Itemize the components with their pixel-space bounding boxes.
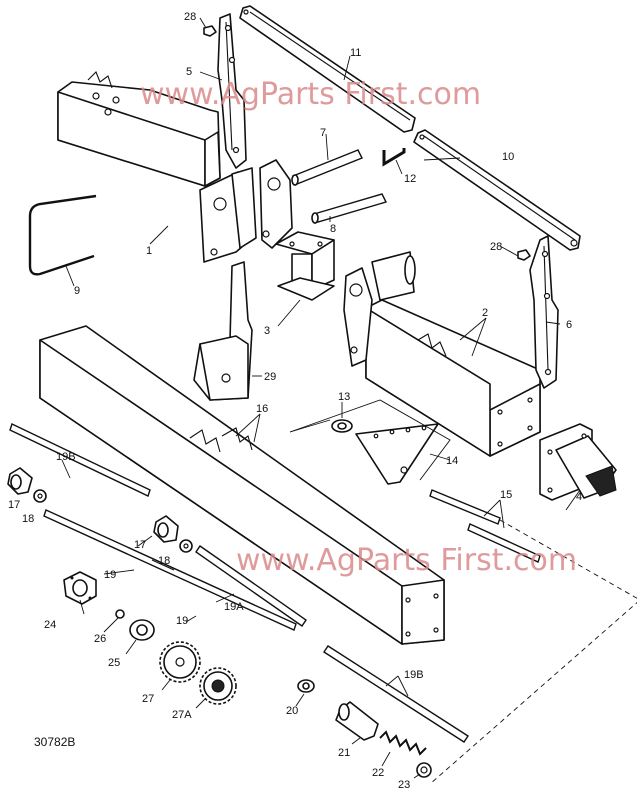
watermark-top: www.AgParts First.com	[140, 77, 481, 112]
callout-18-mid: 18	[158, 555, 170, 567]
shaft-part-19a	[195, 545, 307, 627]
callout-17-mid: 17	[134, 539, 146, 551]
callout-26: 26	[94, 633, 106, 645]
callout-18-left: 18	[22, 513, 34, 525]
callout-19b-upper: 19B	[56, 451, 76, 463]
callout-27a: 27A	[172, 709, 192, 721]
watermark-bottom: www.AgParts First.com	[236, 543, 577, 578]
callout-6: 6	[566, 319, 572, 331]
sleeve-part-21	[335, 701, 379, 741]
nut-part-28-top	[203, 25, 217, 37]
callout-2: 2	[482, 307, 488, 319]
l-bracket-part-29	[193, 261, 253, 401]
callout-3: 3	[264, 325, 270, 337]
callout-labels: 28 5 11 7 10 12 8 1 9 28 6 3 29 2 16 13 …	[8, 11, 582, 791]
shaft-part-19	[43, 509, 297, 631]
l-pin-part-12	[382, 148, 406, 167]
leader-part-14-area	[289, 399, 451, 481]
callout-16: 16	[256, 403, 268, 415]
callout-14: 14	[446, 455, 458, 467]
nut-part-28-right	[517, 249, 531, 261]
hub-part-17-mid	[153, 515, 179, 543]
shafts-part-15	[429, 489, 541, 563]
callout-15: 15	[500, 489, 512, 501]
callout-19b-lower: 19B	[404, 669, 424, 681]
callout-1: 1	[146, 245, 152, 257]
shaft-part-19b-upper	[9, 423, 151, 497]
nut-part-26	[115, 609, 125, 619]
guide-line-14	[289, 419, 331, 433]
collar-part-18-left	[33, 489, 47, 503]
callout-22: 22	[372, 767, 384, 779]
callout-10: 10	[502, 151, 514, 163]
spring-part-22	[379, 730, 427, 756]
flat-bar-part-11	[239, 5, 416, 133]
upright-plate-part-5	[217, 13, 247, 169]
callout-28-right: 28	[490, 241, 502, 253]
callout-4: 4	[576, 491, 582, 503]
sprocket-part-27	[159, 641, 201, 683]
triangle-plate-part-14	[355, 423, 439, 485]
saddle-bracket-part-3	[275, 231, 335, 301]
u-bolt-part-9	[28, 194, 97, 276]
callout-8: 8	[330, 223, 336, 235]
flat-bar-part-10	[413, 129, 581, 251]
collar-part-18-mid	[179, 539, 193, 553]
callout-5: 5	[186, 66, 192, 78]
callout-23: 23	[398, 779, 410, 791]
nut-part-23	[416, 762, 432, 778]
callout-25: 25	[108, 657, 120, 669]
callout-29: 29	[264, 371, 276, 383]
callout-19-upper: 19	[104, 569, 116, 581]
callout-17-left: 17	[8, 499, 20, 511]
upright-plate-part-6	[529, 235, 559, 389]
collar-part-20	[297, 679, 315, 693]
pin-part-8	[311, 193, 388, 224]
sprocket-part-27a	[199, 667, 237, 705]
drawing-number: 30782B	[34, 735, 75, 749]
callout-12: 12	[404, 173, 416, 185]
callout-20: 20	[286, 705, 298, 717]
bearing-part-24	[63, 571, 97, 605]
shaft-part-19b-lower	[323, 645, 469, 743]
callout-13: 13	[338, 391, 350, 403]
callout-19a: 19A	[224, 601, 244, 613]
long-tube-part-16	[39, 325, 445, 645]
callout-24: 24	[44, 619, 56, 631]
callout-7: 7	[320, 127, 326, 139]
callout-21: 21	[338, 747, 350, 759]
square-tube-part-2	[343, 251, 541, 457]
pin-part-7	[291, 149, 363, 186]
callout-9: 9	[74, 285, 80, 297]
bearing-flange-part-13	[331, 419, 353, 433]
end-plate-part-4	[539, 423, 617, 501]
callout-27: 27	[142, 693, 154, 705]
hub-part-25	[129, 619, 155, 641]
callout-11: 11	[350, 47, 361, 59]
frame-tube-part-1	[57, 71, 293, 263]
callout-19-lower: 19	[176, 615, 188, 627]
leader-lines	[61, 17, 581, 779]
callout-28-top: 28	[184, 11, 196, 23]
hub-part-17-left	[7, 467, 33, 495]
